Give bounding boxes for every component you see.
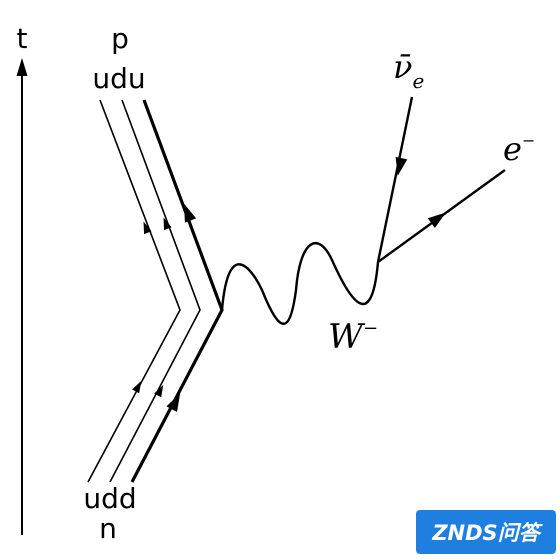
quark-line-2 — [109, 99, 201, 483]
time-axis: t — [16, 22, 28, 535]
quark-arrow-icon — [143, 221, 152, 235]
electron-arrow-icon — [427, 212, 446, 228]
neutron-quarks-label: udd — [83, 482, 136, 515]
quark-arrow-icon — [166, 393, 181, 412]
watermark-background — [416, 510, 556, 554]
proton-quarks-label: udu — [92, 62, 145, 95]
proton-label: p — [111, 22, 129, 55]
quark-arrow-icon — [132, 380, 142, 394]
watermark-text: ZNDS问答 — [431, 521, 543, 545]
electron-label: e− — [503, 130, 535, 168]
w-boson-label: W− — [328, 317, 378, 357]
time-axis-label: t — [17, 22, 28, 55]
neutron-label: n — [99, 512, 117, 545]
watermark-logo: ZNDS问答 — [416, 510, 556, 554]
w-boson-propagator — [220, 241, 380, 325]
quark-lines — [87, 99, 224, 483]
quark-arrow-icon — [154, 384, 164, 398]
antineutrino-line — [376, 96, 414, 263]
quark-line-3 — [130, 99, 224, 483]
time-axis-arrowhead-icon — [16, 58, 28, 76]
quark-arrow-icon — [163, 217, 172, 231]
quark-line-1 — [87, 99, 181, 483]
quark-arrow-icon — [184, 203, 197, 223]
antineutrino-label: ν̄e — [393, 48, 424, 93]
antineutrino-arrow-icon — [395, 156, 408, 176]
